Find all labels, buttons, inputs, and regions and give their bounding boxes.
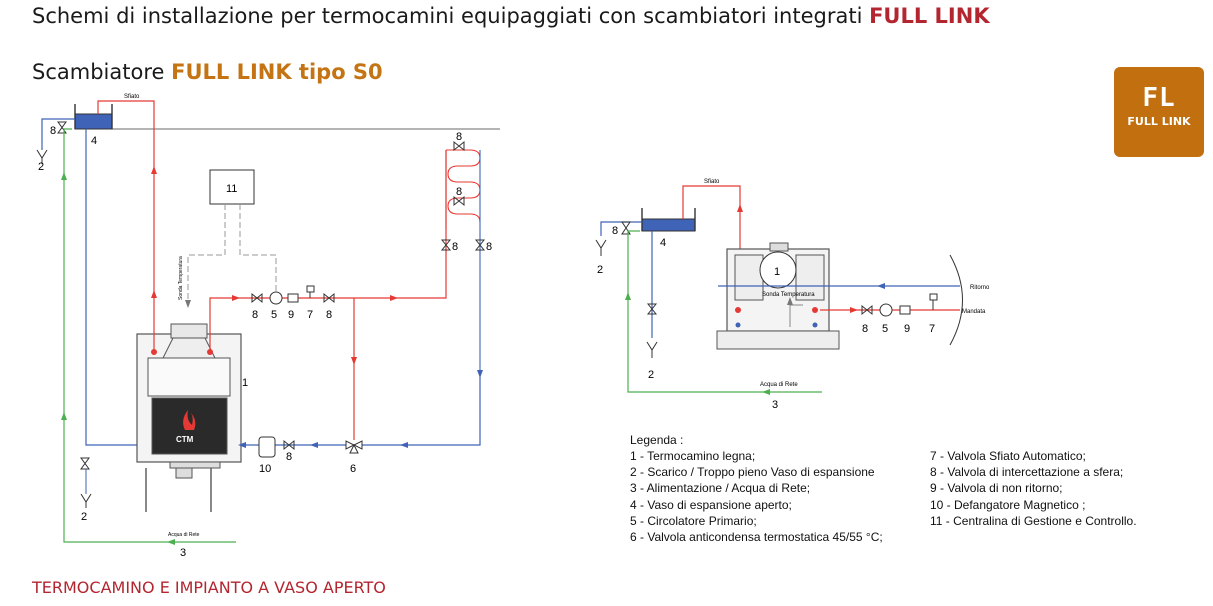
label-4: 4 (91, 135, 97, 147)
svg-text:3: 3 (772, 399, 778, 411)
svg-text:Sfiato: Sfiato (704, 179, 720, 185)
legend-item: 10 - Defangatore Magnetico ; (930, 497, 1086, 512)
valve-8-top (57, 121, 67, 134)
svg-text:9: 9 (288, 309, 294, 321)
svg-text:8: 8 (452, 241, 458, 253)
fireplace-top-view-icon (716, 242, 840, 350)
legend-item: 2 - Scarico / Troppo pieno Vaso di espan… (630, 465, 875, 480)
acqua-rete-label: Acqua di Rete (168, 532, 200, 538)
full-link-logo: FL (1142, 83, 1176, 113)
svg-text:8: 8 (612, 225, 618, 237)
svg-text:1: 1 (774, 266, 780, 278)
sfiato-label: Sfiato (124, 94, 140, 100)
badge-text: FULL LINK (1127, 115, 1191, 128)
legend-item: 3 - Alimentazione / Acqua di Rete; (630, 481, 811, 496)
centralina-box (209, 169, 255, 205)
brand-label: CTM (176, 435, 194, 444)
svg-text:5: 5 (271, 309, 277, 321)
svg-text:8: 8 (456, 131, 462, 143)
svg-text:Acqua di Rete: Acqua di Rete (760, 382, 798, 388)
svg-text:Sonda Temperatura: Sonda Temperatura (762, 292, 815, 298)
svg-text:9: 9 (904, 323, 910, 335)
svg-text:2: 2 (648, 369, 654, 381)
sonda-label: Sonda Temperatura (178, 256, 184, 300)
footer-caption: TERMOCAMINO E IMPIANTO A VASO APERTO (32, 578, 386, 597)
svg-text:7: 7 (929, 323, 935, 335)
legend-item: 8 - Valvola di intercettazione a sfera; (930, 465, 1124, 480)
legend-item: 9 - Valvola di non ritorno; (930, 481, 1063, 496)
acqua-rete-pipe (63, 128, 236, 543)
sfiato-pipe (97, 100, 155, 312)
fireplace-icon: CTM (136, 323, 242, 512)
label-11: 11 (226, 183, 237, 195)
radiator-coil (445, 149, 481, 370)
legend-item: 7 - Valvola Sfiato Automatico; (930, 449, 1086, 463)
legend-item: 1 - Termocamino legna; (630, 449, 756, 463)
expansion-tank-right (641, 218, 696, 232)
svg-text:8: 8 (862, 323, 868, 335)
defangatore-icon (258, 436, 276, 458)
legend-item: 4 - Vaso di espansione aperto; (630, 497, 792, 512)
label-2-top: 2 (38, 161, 44, 173)
svg-text:8: 8 (456, 186, 462, 198)
legend-item: 6 - Valvola anticondensa termostatica 45… (630, 530, 883, 545)
label-1: 1 (242, 377, 248, 389)
label-8a: 8 (50, 125, 56, 137)
svg-text:Mandata: Mandata (962, 309, 986, 315)
label-3: 3 (180, 547, 186, 559)
section-title: Scambiatore FULL LINK tipo S0 (32, 60, 383, 84)
label-10: 10 (259, 463, 271, 475)
svg-text:2: 2 (597, 264, 603, 276)
legend-right-column: 7 - Valvola Sfiato Automatico; 8 - Valvo… (930, 448, 1137, 529)
svg-text:5: 5 (882, 323, 888, 335)
page-title: Schemi di installazione per termocamini … (32, 4, 990, 28)
svg-text:8: 8 (286, 451, 292, 463)
legend-title: Legenda : (630, 433, 684, 447)
svg-text:7: 7 (307, 309, 313, 321)
legend-item: 11 - Centralina di Gestione e Controllo. (930, 513, 1137, 528)
label-2-bottom: 2 (81, 511, 87, 523)
svg-text:Ritorno: Ritorno (970, 285, 990, 291)
legend-item: 5 - Circolatore Primario; (630, 513, 757, 528)
svg-text:4: 4 (660, 237, 666, 249)
legend-left-column: 1 - Termocamino legna; 2 - Scarico / Tro… (630, 448, 883, 545)
full-link-badge: FL FULL LINK (1114, 67, 1204, 157)
svg-text:8: 8 (252, 309, 258, 321)
label-6: 6 (350, 463, 356, 475)
svg-text:8: 8 (486, 241, 492, 253)
svg-text:8: 8 (326, 309, 332, 321)
